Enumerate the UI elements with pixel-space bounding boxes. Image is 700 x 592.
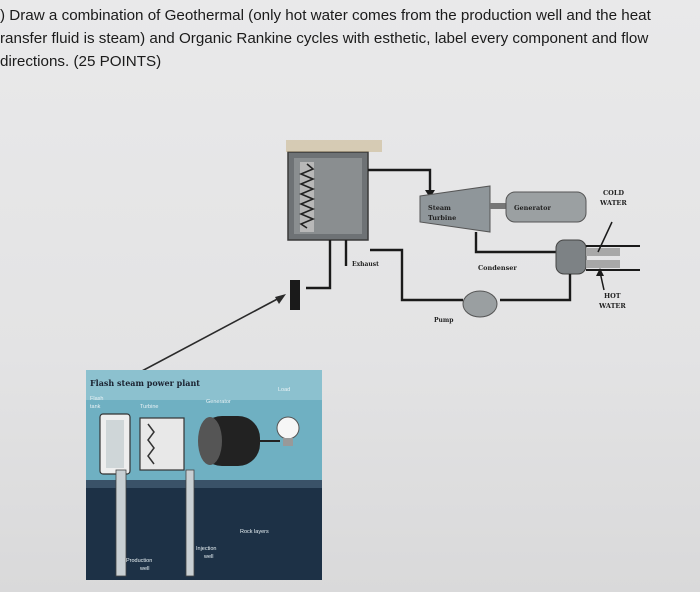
question-line-1: ) Draw a combination of Geothermal (only… <box>0 7 651 24</box>
exhaust-down-pipe <box>306 240 332 290</box>
hot-water-arrow-head <box>596 268 604 276</box>
orc-generator <box>505 191 587 223</box>
orc-diagram: Steam Turbine Generator Condenser COLD W… <box>109 140 640 389</box>
flash-generator-label: Generator <box>206 399 231 405</box>
production-well-label-2: well <box>139 566 149 572</box>
steam-flow-arrow <box>425 190 435 198</box>
wellhead-valve <box>290 280 300 310</box>
hot-water-label-2: WATER <box>598 302 626 310</box>
heat-exchanger-coil <box>298 163 316 229</box>
steam-turbine-label-2: Turbine <box>428 214 456 222</box>
steam-pipe <box>368 168 432 196</box>
turbine-label: Turbine <box>140 404 158 410</box>
pump-label: Pump <box>434 317 453 324</box>
flash-turbine-blades <box>147 423 155 465</box>
pump <box>462 290 498 318</box>
condensate-pipe <box>500 274 572 302</box>
orc-generator-label: Generator <box>514 204 552 212</box>
exhaust-pipe <box>474 232 560 254</box>
lightbulb-base <box>283 438 293 446</box>
flash-tank-label-1: Flash <box>90 396 103 402</box>
heat-exchanger-top <box>286 140 382 152</box>
exhaust-label: Exhaust <box>352 261 379 268</box>
lightbulb-icon <box>276 416 300 440</box>
hot-water-label-1: HOT <box>604 292 621 300</box>
pump-return-pipe <box>370 248 463 302</box>
steam-turbine <box>419 185 491 233</box>
connector-arrow-head <box>275 294 286 304</box>
injection-well-label-1: Injection <box>196 546 217 552</box>
cold-water-label-2: WATER <box>599 199 627 207</box>
cold-water-arrow <box>597 221 613 253</box>
turbine-shaft <box>490 203 506 209</box>
flash-plant-header <box>86 370 322 400</box>
production-well <box>115 469 127 577</box>
rock-layers-label: Rock layers <box>240 529 269 535</box>
load-label: Load <box>278 387 290 393</box>
steam-turbine-label-1: Steam <box>428 204 451 212</box>
injection-well-label-2: well <box>203 554 213 560</box>
flash-plant-diagram: Flash steam power plant Flash tank Turbi… <box>86 370 322 580</box>
production-well-label-1: Production <box>126 558 152 564</box>
flash-generator-face <box>198 417 222 465</box>
question-line-2: ransfer fluid is steam) and Organic Rank… <box>0 30 649 47</box>
question-line-3: directions. (25 POINTS) <box>0 53 162 70</box>
injection-well <box>185 469 195 577</box>
rock-layer-band <box>86 480 322 488</box>
flash-plant-title: Flash steam power plant <box>90 378 200 388</box>
cold-water-label-1: COLD <box>603 189 624 197</box>
flash-turbine <box>139 417 185 471</box>
condenser-label: Condenser <box>478 264 517 272</box>
flash-tank-label-2: tank <box>90 404 101 410</box>
question-text: ) Draw a combination of Geothermal (only… <box>0 4 700 73</box>
flash-tank-inner <box>106 420 124 468</box>
